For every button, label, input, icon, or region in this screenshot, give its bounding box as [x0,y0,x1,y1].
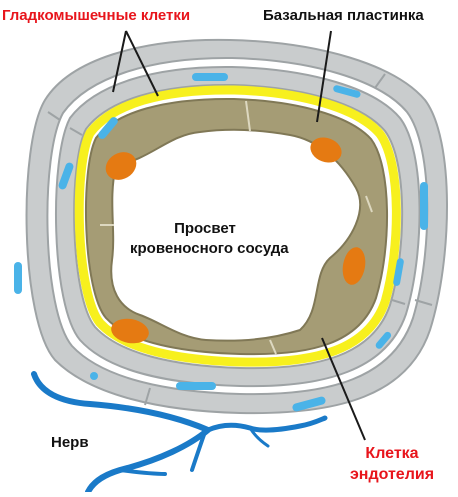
muscle-nucleus [420,182,428,230]
nerve-label: Нерв [51,434,89,451]
muscle-nucleus [14,262,22,294]
lumen-label-line: Просвет [130,219,280,239]
endothelial-label-line: Клетка [337,443,447,464]
muscle-nucleus [192,73,228,81]
lumen-label: Просвет кровеносного сосуда [130,219,280,259]
lumen-label-line: кровеносного сосуда [130,239,280,259]
smooth-muscle-label: Гладкомышечные клетки [2,7,190,24]
basal-lamina-label: Базальная пластинка [263,7,424,24]
muscle-nucleus [90,372,98,380]
endothelial-label-line: эндотелия [337,464,447,485]
endothelial-cell-label: Клетка эндотелия [337,443,447,485]
muscle-nucleus [176,382,216,390]
